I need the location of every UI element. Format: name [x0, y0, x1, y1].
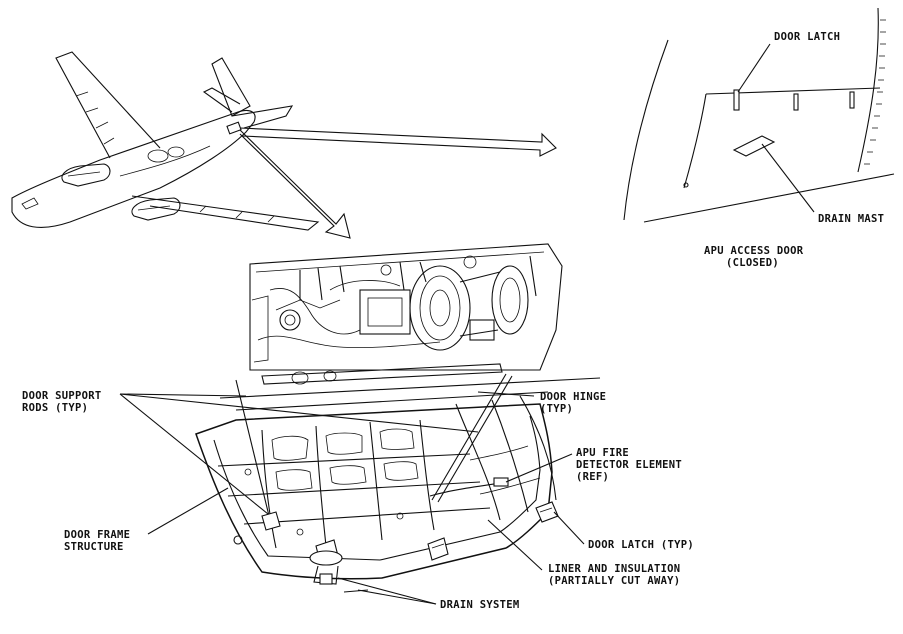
closed-door-view [623, 7, 895, 223]
label-access-door-line1: APU ACCESS DOOR [704, 245, 804, 257]
label-door-frame-line2: STRUCTURE [64, 541, 124, 553]
label-drain-system: DRAIN SYSTEM [440, 599, 519, 611]
label-liner-line1: LINER AND INSULATION [548, 563, 680, 575]
airplane-illustration [11, 51, 320, 231]
label-fire-detector-line3: (REF) [576, 471, 609, 483]
leader-lines [119, 391, 585, 605]
label-fire-detector-line1: APU FIRE [576, 447, 629, 459]
label-door-latch-typ: DOOR LATCH (TYP) [588, 539, 694, 551]
drain-system-parts [233, 535, 369, 593]
label-access-door-line2: (CLOSED) [726, 257, 779, 269]
label-door-support-line1: DOOR SUPPORT [22, 390, 101, 402]
label-liner-line2: (PARTIALLY CUT AWAY) [548, 575, 680, 587]
label-door-support-line2: RODS (TYP) [22, 402, 88, 414]
open-door-assembly [195, 243, 601, 593]
label-fire-detector-line2: DETECTOR ELEMENT [576, 459, 682, 471]
label-door-hinge-line1: DOOR HINGE [540, 391, 606, 403]
label-door-frame-line1: DOOR FRAME [64, 529, 130, 541]
apu-machinery [251, 255, 537, 363]
view-arrows [239, 127, 557, 239]
label-door-hinge-line2: (TYP) [540, 403, 573, 415]
label-drain-mast: DRAIN MAST [818, 213, 884, 225]
label-door-latch-top: DOOR LATCH [774, 31, 840, 43]
callout-labels: DOOR LATCH DRAIN MAST APU ACCESS DOOR (C… [22, 31, 884, 611]
